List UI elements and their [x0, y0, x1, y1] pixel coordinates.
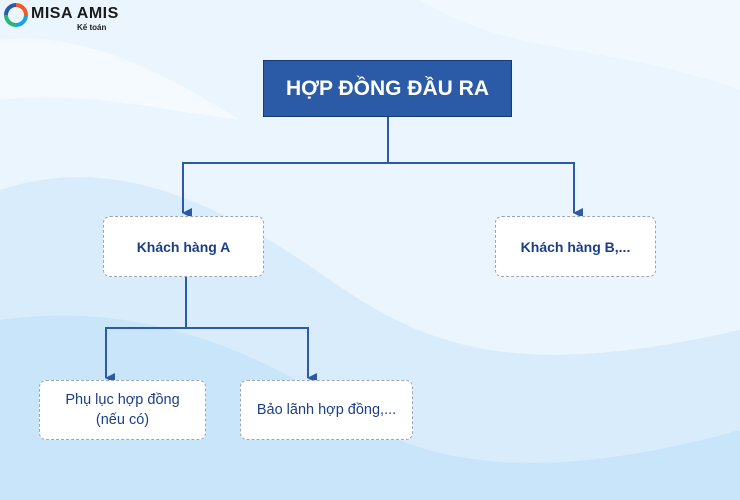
contract-appendix-node: Phụ lục hợp đồng (nếu có) [39, 380, 206, 440]
logo-name: MISA AMIS [31, 5, 119, 22]
connector-a-d [186, 327, 317, 383]
customer-a-label: Khách hàng A [136, 238, 231, 255]
customer-b-label: Khách hàng B,... [520, 238, 631, 255]
customer-a-node: Khách hàng A [103, 216, 264, 277]
connector-root-b [388, 162, 583, 218]
logo-mark-icon [4, 3, 28, 27]
connector-root-a [182, 117, 389, 218]
contract-guarantee-node: Bảo lãnh hợp đồng,... [240, 380, 413, 440]
root-node-label: HỢP ĐỒNG ĐẦU RA [285, 76, 490, 100]
connector-a-c [105, 277, 187, 383]
contract-guarantee-label: Bảo lãnh hợp đồng,... [256, 402, 397, 418]
customer-b-node: Khách hàng B,... [495, 216, 656, 277]
root-node: HỢP ĐỒNG ĐẦU RA [263, 60, 512, 117]
contract-appendix-label: Phụ lục hợp đồng (nếu có) [65, 392, 180, 428]
logo-subtitle: Kế toán [77, 23, 107, 32]
